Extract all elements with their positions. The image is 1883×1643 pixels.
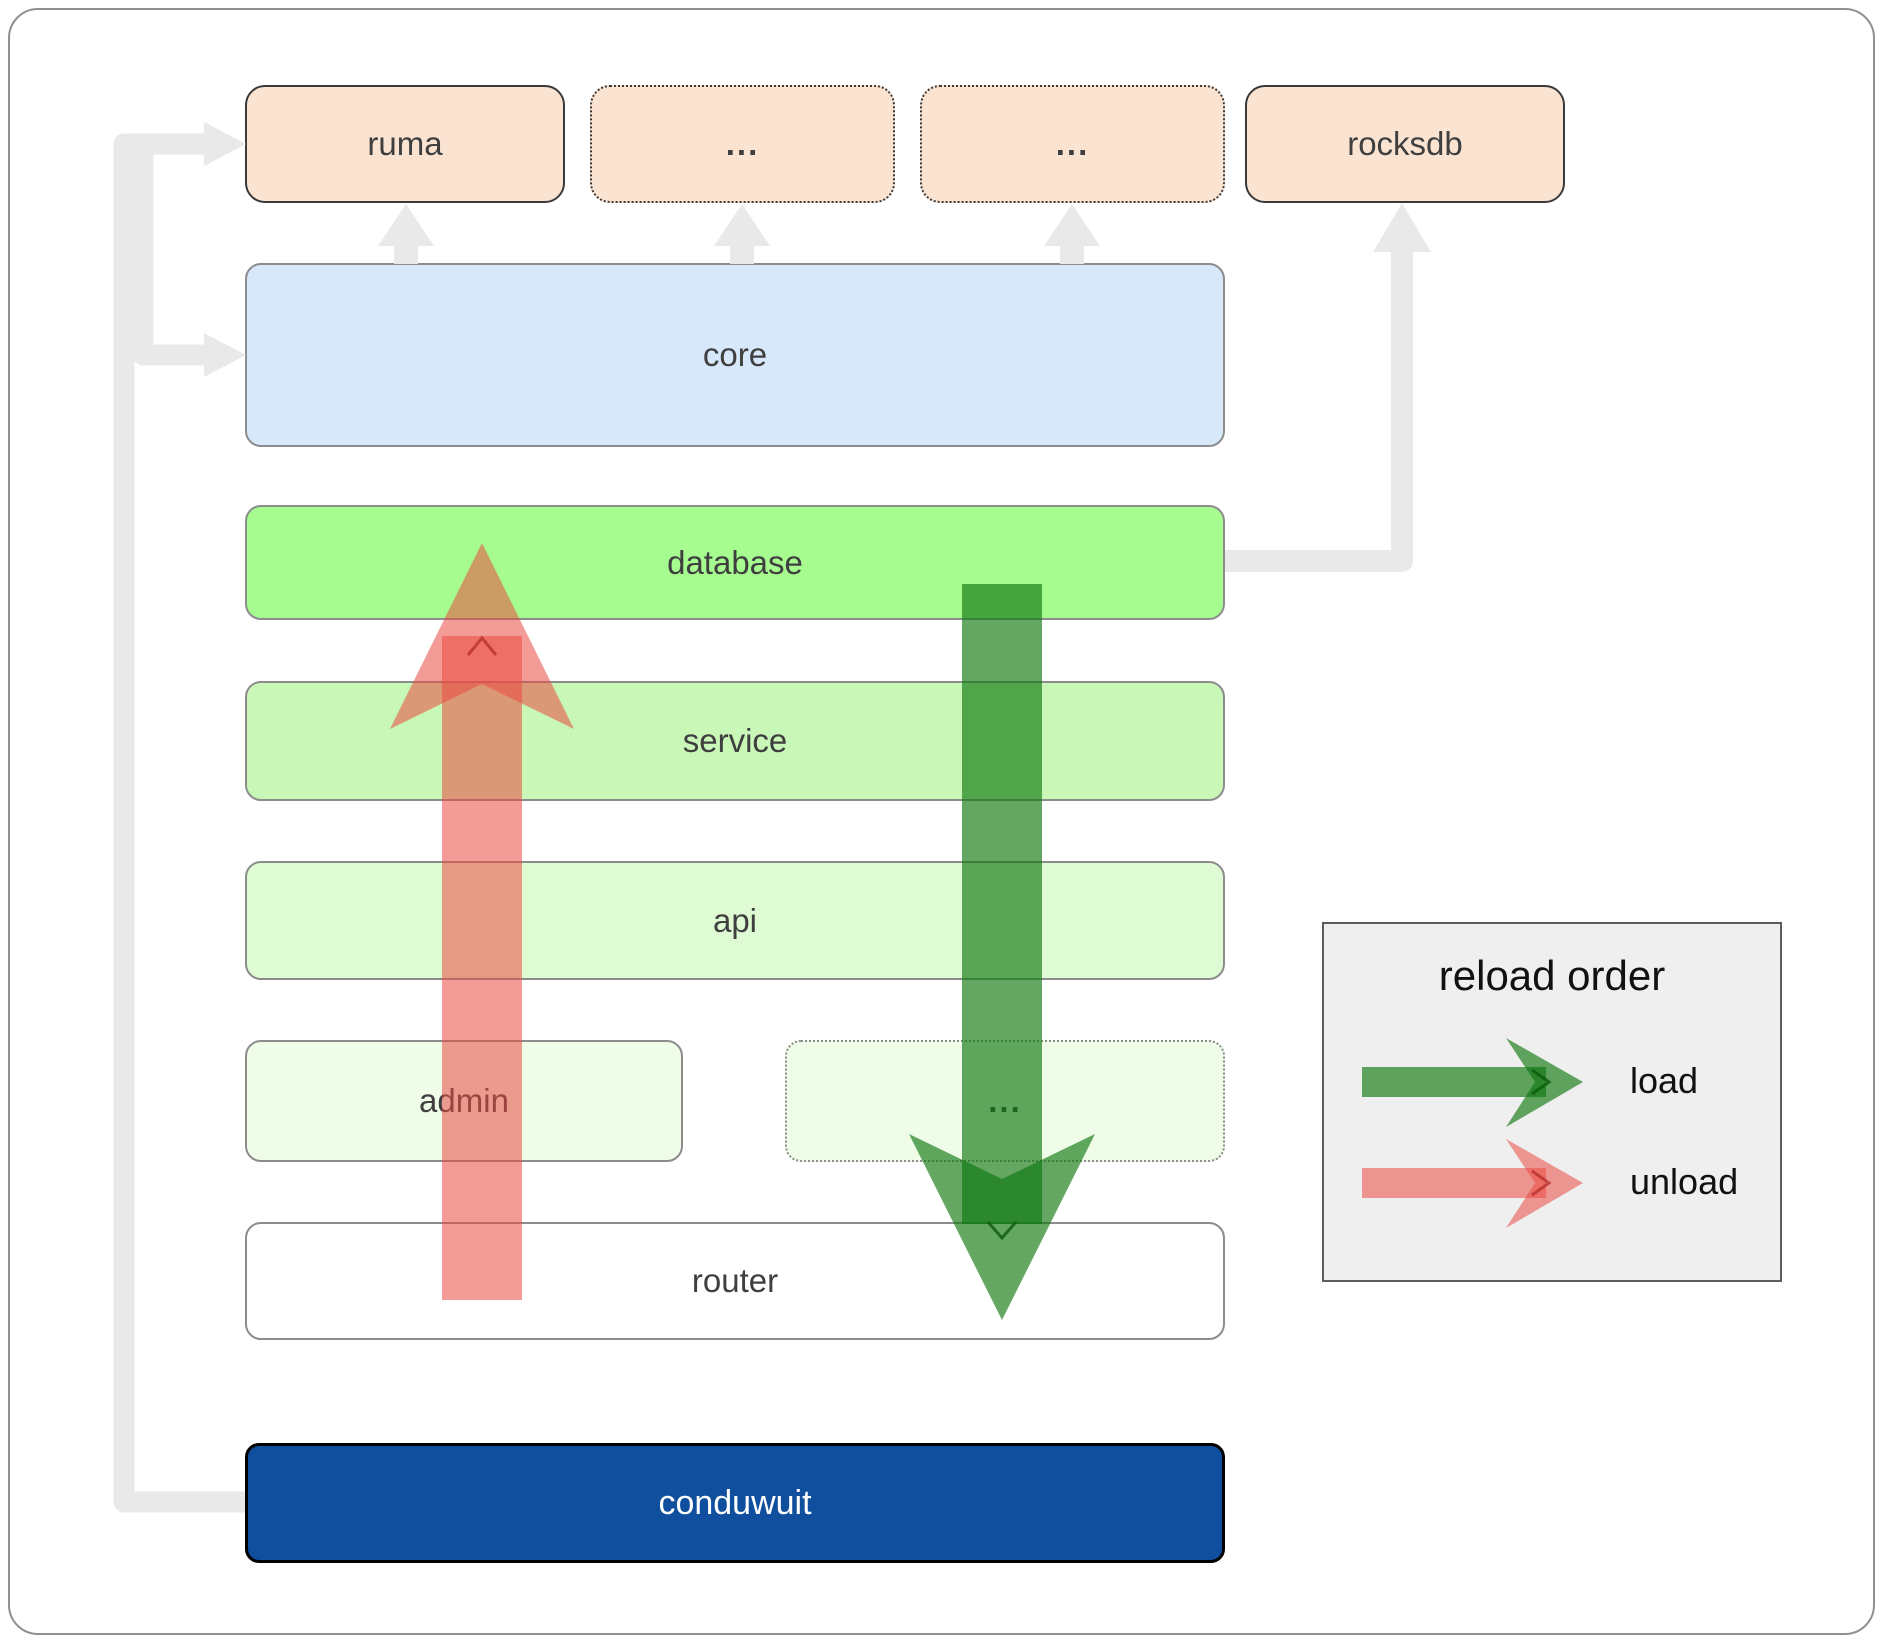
node-ruma: ruma: [245, 85, 565, 203]
node-service: service: [245, 681, 1225, 801]
node-ellipsis-top-left: ...: [590, 85, 895, 203]
page-frame: [8, 8, 1875, 1635]
node-ellipsis-top-right: ...: [920, 85, 1225, 203]
node-admin: admin: [245, 1040, 683, 1162]
node-api: api: [245, 861, 1225, 980]
legend-load-label: load: [1630, 1060, 1699, 1101]
node-database: database: [245, 505, 1225, 620]
node-conduwuit: conduwuit: [245, 1443, 1225, 1563]
node-ellipsis-admin: ...: [785, 1040, 1225, 1162]
legend-unload-label: unload: [1630, 1161, 1739, 1202]
node-router: router: [245, 1222, 1225, 1340]
legend-title: reload order: [1438, 952, 1666, 999]
node-core: core: [245, 263, 1225, 447]
node-rocksdb: rocksdb: [1245, 85, 1565, 203]
